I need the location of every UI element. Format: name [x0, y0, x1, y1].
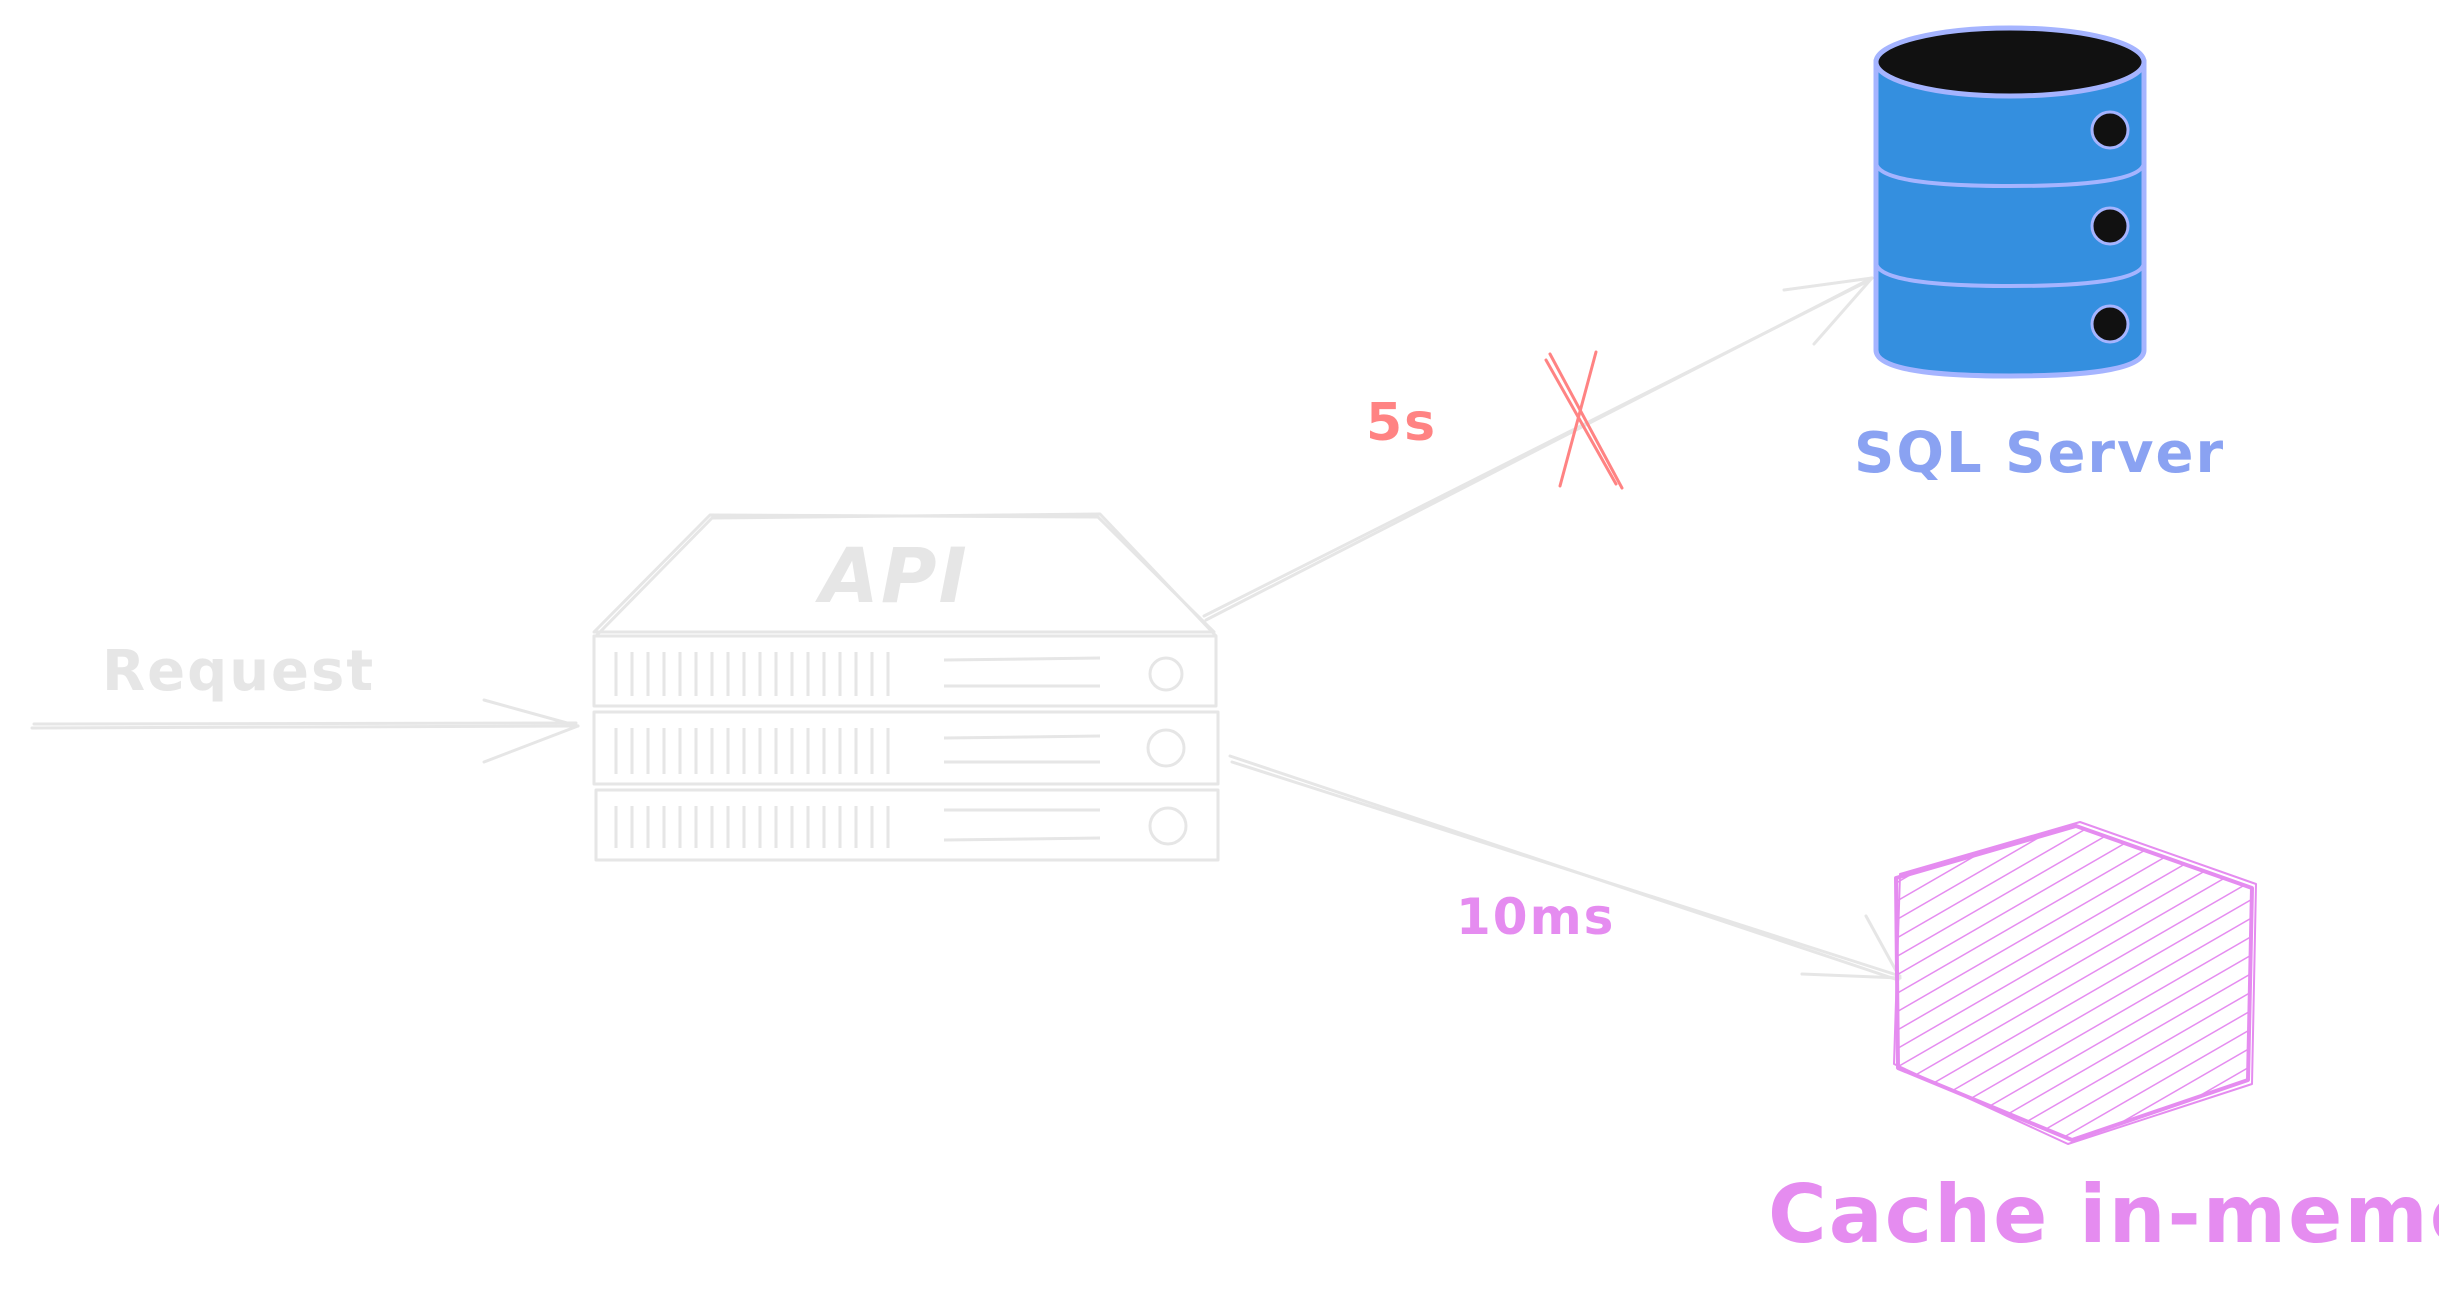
server-rack-icon	[592, 512, 1220, 862]
db-label: SQL Server	[1854, 421, 2225, 486]
database-cylinder-icon	[1873, 25, 2147, 379]
db-latency-label: 5s	[1366, 393, 1437, 453]
request-arrow	[30, 698, 580, 764]
cache-latency-label: 10ms	[1456, 888, 1615, 946]
request-label: Request	[102, 639, 375, 704]
cache-arrow	[1228, 754, 1902, 982]
db-arrow	[1202, 276, 1874, 622]
api-label: API	[815, 531, 969, 620]
x-mark-icon	[1544, 350, 1624, 490]
cache-label: Cache in-memory	[1768, 1168, 2439, 1261]
hexagon-icon	[1893, 821, 2257, 1145]
